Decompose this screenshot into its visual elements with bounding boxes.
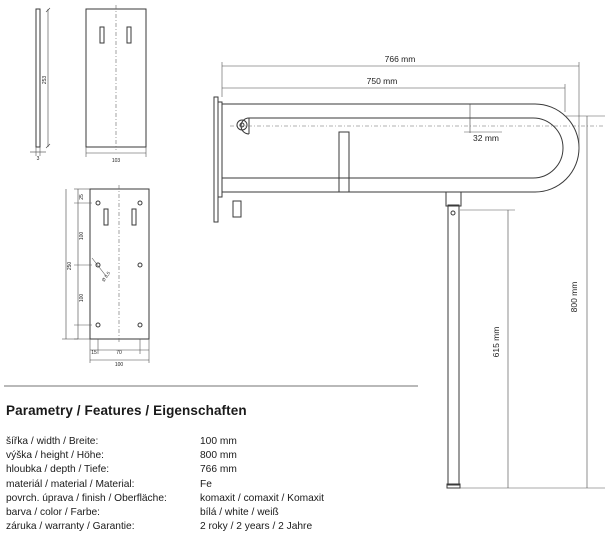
side-plate-thickness-label: 3 — [37, 156, 40, 162]
mount-left-label: 15 — [91, 350, 97, 356]
mount-hole-diameter-label: Ø 8,5 — [101, 270, 112, 282]
spec-label: barva / color / Farbe: — [6, 507, 100, 519]
spec-row: záruka / warranty / Garantie: 2 roky / 2… — [6, 520, 420, 534]
spec-label: záruka / warranty / Garantie: — [6, 521, 135, 533]
spec-label: šířka / width / Breite: — [6, 436, 99, 447]
spec-row: materiál / material / Material: Fe — [6, 478, 420, 492]
spec-table: šířka / width / Breite: 100 mm výška / h… — [6, 435, 420, 534]
spec-row: výška / height / Höhe: 800 mm — [6, 449, 420, 463]
spec-value: 100 mm — [200, 436, 237, 447]
spec-label: výška / height / Höhe: — [6, 450, 104, 462]
spec-label: materiál / material / Material: — [6, 478, 135, 490]
side-plate-view: 253 3 — [30, 7, 51, 162]
spec-row: šířka / width / Breite: 100 mm — [6, 435, 420, 449]
mount-hole — [95, 200, 101, 206]
mount-plate-view: Ø 8,5 25 100 100 250 15 70 100 — [62, 185, 150, 368]
mount-hole — [137, 262, 143, 268]
spec-value: 2 roky / 2 years / 2 Jahre — [200, 521, 313, 533]
spec-row: barva / color / Farbe: bílá / white / we… — [6, 506, 420, 520]
spec-value: 766 mm — [200, 464, 237, 476]
section-title: Parametry / Features / Eigenschaften — [6, 403, 247, 418]
mount-height-label: 250 — [67, 262, 73, 271]
mount-upper-label: 100 — [79, 232, 85, 241]
side-plate-height-label: 253 — [42, 76, 48, 85]
mount-hole — [95, 262, 101, 268]
spec-value: Fe — [200, 478, 212, 490]
front-plate-width-label: 103 — [112, 158, 121, 164]
spec-label: hloubka / depth / Tiefe: — [6, 464, 110, 476]
spec-label: povrch. úprava / finish / Oberfläche: — [6, 492, 167, 504]
gap-label: 32 mm — [473, 133, 499, 143]
mount-hole — [95, 322, 101, 328]
mount-hole — [137, 322, 143, 328]
mount-lower-label: 100 — [79, 294, 85, 303]
tube-length-label: 750 mm — [367, 76, 398, 86]
mount-width-label: 100 — [115, 362, 124, 368]
overall-length-label: 766 mm — [385, 54, 416, 64]
spec-value: komaxit / comaxit / Komaxit — [200, 492, 324, 504]
spec-row: hloubka / depth / Tiefe: 766 mm — [6, 463, 420, 477]
mount-hole — [137, 200, 143, 206]
spec-row: povrch. úprava / finish / Oberfläche: ko… — [6, 492, 420, 506]
front-plate-view: 103 — [85, 5, 147, 164]
height-label: 800 mm — [569, 282, 579, 313]
mount-top-label: 25 — [79, 194, 85, 200]
spec-value: 800 mm — [200, 450, 237, 462]
mount-hole-span-label: 70 — [116, 350, 122, 356]
grab-bar-view: 766 mm 750 mm 32 mm 800 mm 615 mm — [213, 54, 605, 489]
spec-value: bílá / white / weiß — [200, 507, 279, 519]
leg-height-label: 615 mm — [491, 327, 501, 358]
